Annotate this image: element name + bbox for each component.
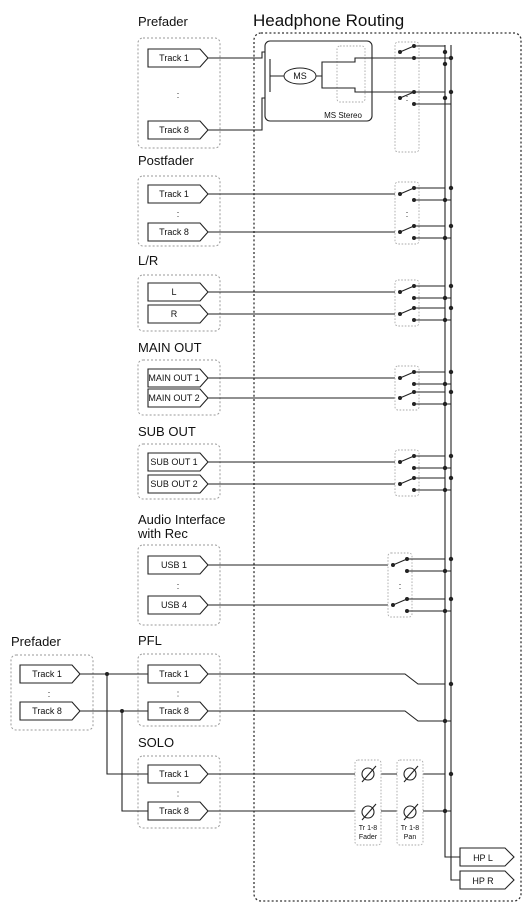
routing-switches: :::: [208, 41, 451, 812]
left-prefader-last: [19, 701, 81, 721]
svg-text::: :: [406, 93, 409, 103]
fader-icon: [361, 765, 377, 821]
ellipsis-pfl: :: [177, 689, 180, 699]
source-label-usb-first: USB 1: [161, 560, 187, 570]
ellipsis-solo: :: [177, 789, 180, 799]
ms-label: MS: [293, 71, 307, 81]
group-heading-usb: Audio Interface: [138, 512, 225, 527]
hp-l-output: [459, 847, 515, 867]
pan-caption-1: Tr 1-8: [401, 825, 420, 832]
hp-r-label: HP R: [472, 876, 494, 886]
source-label-usb-last: USB 4: [161, 600, 187, 610]
group-heading-postfader: Postfader: [138, 153, 194, 168]
switch-postfader: :: [394, 181, 451, 245]
hp-r-output: [459, 870, 515, 890]
main-bus: [442, 49, 454, 814]
source-label-solo-last: Track 8: [159, 806, 189, 816]
source-subout-first: [147, 452, 209, 472]
ellipsis-postfader: :: [177, 209, 180, 219]
svg-text::: :: [406, 209, 409, 219]
source-label-prefader-first: Track 1: [159, 53, 189, 63]
source-postfader-first: [147, 184, 209, 204]
pan-controls: Tr 1-8 Fader Tr 1-8 Pan: [354, 759, 424, 846]
source-postfader-last: [147, 222, 209, 242]
ellipsis-prefader: :: [177, 90, 180, 100]
ellipsis-usb: :: [177, 581, 180, 591]
source-label-subout-first: SUB OUT 1: [150, 457, 197, 467]
headphone-outputs: HP L HP R: [444, 45, 515, 890]
switch-lr: [394, 279, 451, 327]
pan-caption-2: Pan: [404, 834, 417, 841]
switch-mainout: [394, 365, 451, 411]
source-label-postfader-first: Track 1: [159, 189, 189, 199]
source-solo-last: [147, 801, 209, 821]
source-label-pfl-first: Track 1: [159, 669, 189, 679]
source-label-lr-last: R: [171, 309, 178, 319]
switch-subout: [394, 449, 451, 497]
source-lr-last: [147, 304, 209, 324]
source-usb-last: [147, 595, 209, 615]
pan-icon: [403, 765, 419, 821]
source-lr-first: [147, 282, 209, 302]
fader-caption-2: Fader: [359, 834, 378, 841]
left-prefader-heading: Prefader: [11, 634, 62, 649]
source-mainout-last: [147, 388, 209, 408]
source-label-prefader-last: Track 8: [159, 125, 189, 135]
source-label-mainout-first: MAIN OUT 1: [148, 373, 199, 383]
ms-stereo-block: MS MS Stereo: [264, 40, 373, 122]
group-heading-prefader: Prefader: [138, 14, 189, 29]
group-pfl: PFL Track 1 Track 8:: [137, 633, 221, 727]
group-solo: SOLO Track 1 Track 8:: [137, 735, 221, 829]
group-heading-lr: L/R: [138, 253, 158, 268]
source-mainout-first: [147, 368, 209, 388]
source-prefader-last: [147, 120, 209, 140]
fader-caption-1: Tr 1-8: [359, 825, 378, 832]
left-prefader-first: [19, 664, 81, 684]
source-subout-last: [147, 474, 209, 494]
source-usb-first: [147, 555, 209, 575]
source-pfl-first: [147, 664, 209, 684]
group-lr: L/R L R: [137, 253, 400, 332]
svg-text::: :: [399, 581, 402, 591]
group-heading-pfl: PFL: [138, 633, 162, 648]
source-label-lr-first: L: [171, 287, 176, 297]
headphone-routing-area: [253, 32, 522, 902]
source-solo-first: [147, 764, 209, 784]
group-heading2-usb: with Rec: [137, 526, 188, 541]
switch-usb: :: [387, 552, 451, 618]
source-prefader-first: [147, 48, 209, 68]
left-prefader-label-first: Track 1: [32, 669, 62, 679]
group-heading-subout: SUB OUT: [138, 424, 196, 439]
left-prefader-label-last: Track 8: [32, 706, 62, 716]
left-prefader-ellipsis: :: [48, 689, 51, 699]
source-label-subout-last: SUB OUT 2: [150, 479, 197, 489]
source-pfl-last: [147, 701, 209, 721]
source-label-solo-first: Track 1: [159, 769, 189, 779]
group-subout: SUB OUT SUB OUT 1 SUB OUT 2: [137, 424, 400, 500]
group-heading-solo: SOLO: [138, 735, 174, 750]
diagram-title: Headphone Routing: [253, 11, 404, 30]
source-label-mainout-last: MAIN OUT 2: [148, 393, 199, 403]
hp-l-label: HP L: [473, 853, 493, 863]
group-heading-mainout: MAIN OUT: [138, 340, 202, 355]
ms-caption: MS Stereo: [324, 111, 362, 120]
group-mainout: MAIN OUT MAIN OUT 1 MAIN OUT 2: [137, 340, 400, 416]
source-label-postfader-last: Track 8: [159, 227, 189, 237]
source-label-pfl-last: Track 8: [159, 706, 189, 716]
